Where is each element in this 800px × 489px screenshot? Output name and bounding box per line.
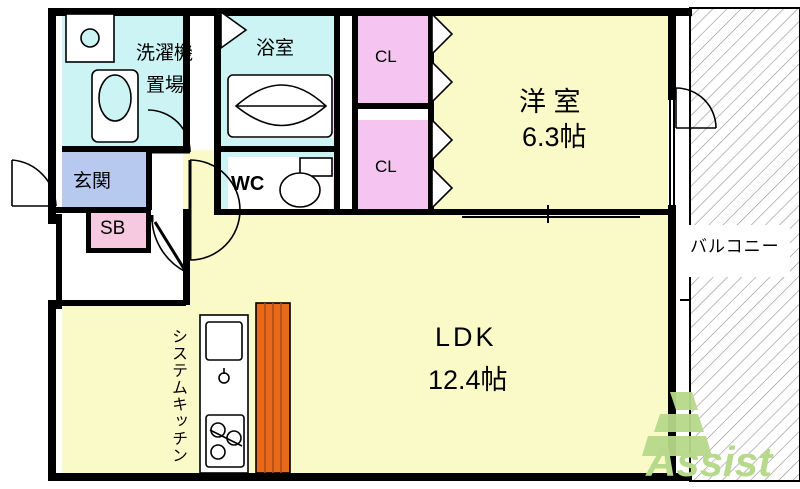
watermark-text: Assist xyxy=(645,438,774,480)
watermark-assist: Assist xyxy=(640,388,800,480)
label-washitsu-name: 洋 室 xyxy=(519,87,581,117)
label-entrance: 玄関 xyxy=(73,171,112,192)
doors xyxy=(11,10,717,273)
label-shoebox: SB xyxy=(100,218,126,239)
label-balcony: バルコニー xyxy=(690,237,780,256)
label-washer-line2: 置場 xyxy=(146,75,185,96)
balcony-area xyxy=(676,7,800,482)
label-closet-lower: CL xyxy=(375,157,397,176)
label-washer-line1: 洗濯機 xyxy=(136,43,194,64)
label-system-kitchen: システムキッチン xyxy=(169,328,186,464)
label-closet-upper: CL xyxy=(375,47,397,66)
label-ldk-name: LDK xyxy=(435,322,497,352)
label-wc: WC xyxy=(231,173,265,195)
label-ldk-size: 12.4帖 xyxy=(428,365,508,395)
label-washitsu-size: 6.3帖 xyxy=(522,122,587,152)
fixtures xyxy=(65,13,333,474)
label-bath: 浴室 xyxy=(256,38,295,59)
window-marks xyxy=(462,100,690,420)
